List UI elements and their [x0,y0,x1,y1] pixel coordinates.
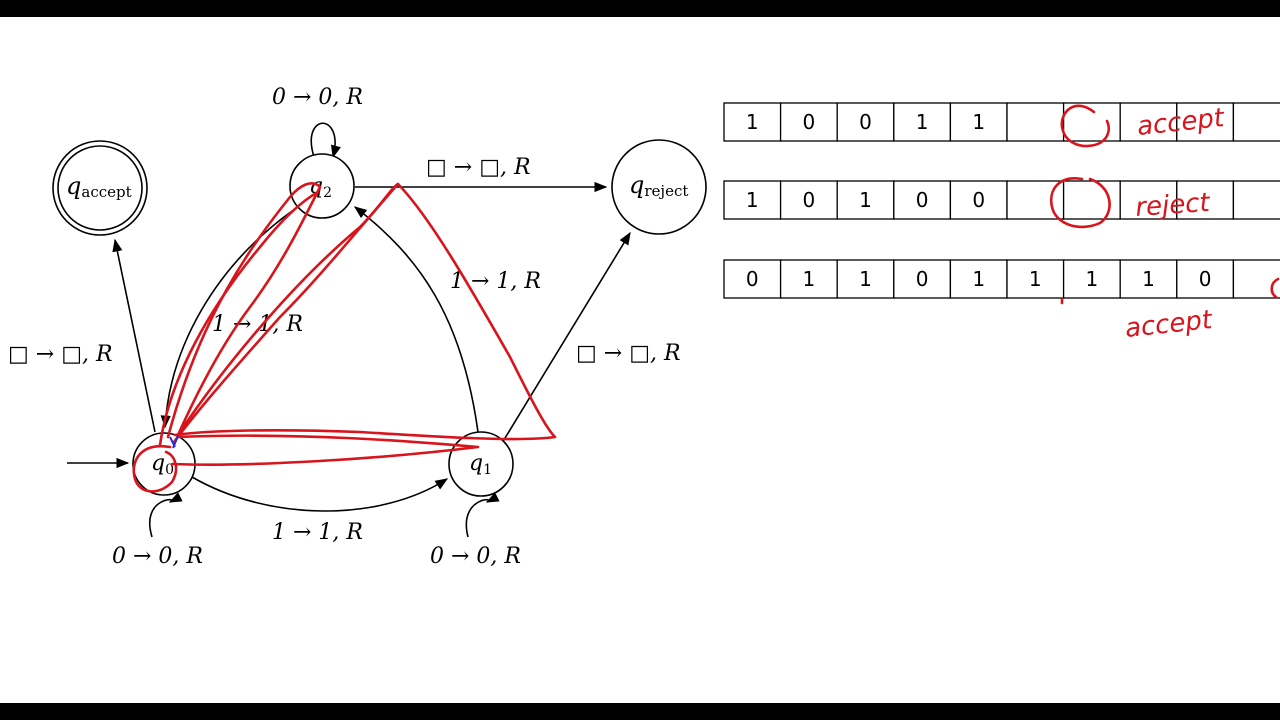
tape-cell-symbol: 1 [859,267,872,291]
tape-cell [1062,180,1121,220]
red-circle-tape3 [1270,277,1280,299]
tape-cell [1232,102,1280,142]
label-q1-loop: 0 → 0, R [430,544,521,569]
tape-cell: 1 [779,259,838,299]
tape-cell-symbol: 1 [803,267,816,291]
svg-text:q2: q2 [309,174,332,201]
state-q1-base: q [469,451,483,476]
tape-cell-symbol: 1 [972,267,985,291]
tape-cell-symbol: 0 [916,267,929,291]
state-reject-base: q [629,171,644,199]
whiteboard-canvas: qaccept q2 qreject q0 q1 0 → 0, R □ → □,… [0,17,1280,703]
svg-text:q1: q1 [469,451,492,478]
tape-cell-symbol: 0 [1199,267,1212,291]
tape-cell: 1 [1006,259,1065,299]
label-q1-to-q2: 1 → 1, R [450,269,541,294]
tape-cell [1232,180,1280,220]
turing-machine-diagram: qaccept q2 qreject q0 q1 0 → 0, R □ → □,… [8,85,1280,569]
red-circle-tape1 [1060,104,1111,148]
edge-q2-to-q0 [160,210,293,429]
tape-cell: 1 [1119,259,1178,299]
edge-q1-to-q2 [353,206,479,433]
label-q0-to-accept: □ → □, R [8,342,113,367]
state-accept: qaccept [52,140,148,236]
tape-cell: 1 [1062,259,1121,299]
tape-cell-symbol: 1 [1029,267,1042,291]
label-q2-to-reject: □ → □, R [426,155,531,180]
tape-cell [1176,180,1235,220]
edge-q0-self-loop [149,492,183,538]
tape-cell: 1 [836,180,895,220]
label-q0-loop: 0 → 0, R [112,544,203,569]
edge-q2-self-loop [310,122,341,159]
tape-cell-symbol: 0 [803,110,816,134]
label-q1-to-reject: □ → □, R [576,341,681,366]
svg-text:qaccept: qaccept [66,172,132,201]
label-q2-to-q0: 1 → 1, R [212,312,303,337]
svg-text:qreject: qreject [629,171,688,200]
state-accept-base: q [66,172,81,200]
tape-cell: 0 [779,102,838,142]
state-q1: q1 [448,431,514,497]
blue-ink-mark [169,435,179,449]
edge-q0-to-q1 [191,476,449,512]
edge-q1-self-loop [465,492,500,538]
tape-cell: 0 [893,259,952,299]
state-reject: qreject [611,139,707,235]
tape-cell: 0 [836,102,895,142]
tape-cell: 1 [949,102,1008,142]
red-ink-annotations [132,104,1280,493]
tape-cell: 1 [949,259,1008,299]
state-q2: q2 [289,153,355,219]
tape-cell-symbol: 1 [972,110,985,134]
state-q1-sub: 1 [483,462,492,478]
tape-cell-symbol: 1 [746,110,759,134]
red-circle-tape2 [1049,177,1111,229]
tape-cell [1176,102,1235,142]
handwritten-reject: reject [1134,188,1211,223]
tape-cell-symbol: 0 [859,110,872,134]
tape-cell-symbol: 0 [972,188,985,212]
state-q0-base: q [151,451,165,476]
state-q0-sub: 0 [165,462,174,478]
tape-cell-symbol: 1 [859,188,872,212]
tape-cell: 0 [949,180,1008,220]
edge-q0-to-accept [112,238,156,433]
red-trace-triangle [166,182,557,441]
tape-cell: 1 [723,180,782,220]
tape-cell-symbol: 0 [916,188,929,212]
edge-q1-to-reject [501,231,631,444]
state-q2-sub: 2 [323,185,332,201]
tape-cell [1062,102,1121,142]
svg-text:q0: q0 [151,451,174,478]
handwritten-accept-3: accept [1124,305,1215,344]
tape-cell-symbol: 1 [1142,267,1155,291]
tape-3: 0 1 1 0 1 1 1 1 0 [723,259,1280,299]
tape-cell: 0 [723,259,782,299]
tape-cell-symbol: 1 [916,110,929,134]
tape-cell: 1 [836,259,895,299]
tape-cell-symbol: 0 [803,188,816,212]
red-trace-upper [158,182,400,447]
state-accept-sub: accept [81,183,131,201]
tape-cell-symbol: 1 [746,188,759,212]
tape-cell: 1 [723,102,782,142]
tape-cell: 0 [779,180,838,220]
tape-cell-symbol: 1 [1086,267,1099,291]
state-q2-base: q [309,174,323,199]
state-reject-sub: reject [644,182,688,200]
tape-cell: 0 [1176,259,1235,299]
tape-cell: 0 [893,180,952,220]
label-q2-loop: 0 → 0, R [272,85,363,110]
tape-cell [1006,102,1065,142]
tape-cell: 1 [893,102,952,142]
tape-cell-symbol: 0 [746,267,759,291]
tape-cell [1119,102,1178,142]
label-q0-to-q1: 1 → 1, R [272,520,363,545]
red-trace-loop [132,434,480,493]
